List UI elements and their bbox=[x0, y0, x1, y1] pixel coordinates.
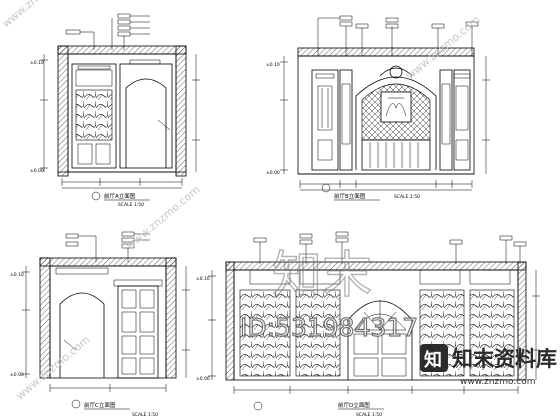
svg-text:±0.10: ±0.10 bbox=[30, 60, 44, 66]
svg-text:±0.00: ±0.00 bbox=[30, 168, 44, 174]
brand-name-watermark: 知末资料库 bbox=[452, 347, 557, 371]
elevation-a-scale: SCALE 1:50 bbox=[118, 202, 144, 208]
svg-text:±0.10: ±0.10 bbox=[10, 272, 24, 278]
elevation-d-title: 前厅D立面图 bbox=[338, 401, 370, 409]
elevation-c-scale: SCALE 1:50 bbox=[132, 412, 158, 418]
elevation-d: ±0.10 ±0.00 前厅D立面图 SCALE 1:50 bbox=[196, 231, 540, 418]
callout-leaders bbox=[65, 13, 150, 50]
elevation-a: ±0.10 ±0.00 前厅A立面图 SCALE 1:50 bbox=[30, 13, 200, 208]
elevation-b-scale: SCALE 1:50 bbox=[394, 194, 420, 200]
brand-logo: 知 bbox=[420, 344, 448, 372]
svg-text:±0.00: ±0.00 bbox=[196, 376, 210, 382]
elevation-c-title: 前厅C立面图 bbox=[84, 401, 116, 409]
diagonal-url-watermark: www.znzmo.com bbox=[0, 0, 79, 30]
callout-leaders bbox=[253, 231, 527, 264]
diagonal-url-watermark: www.znzmo.com bbox=[14, 333, 93, 402]
id-watermark: ID:531984317 bbox=[240, 313, 418, 342]
svg-text:±0.00: ±0.00 bbox=[266, 170, 280, 176]
diagonal-url-watermark: www.znzmo.com bbox=[124, 183, 203, 252]
svg-text:±0.00: ±0.00 bbox=[10, 372, 24, 378]
brand-url-watermark: www.znzmo.com bbox=[460, 377, 535, 387]
elevation-d-scale: SCALE 1:50 bbox=[356, 412, 382, 418]
svg-text:知: 知 bbox=[424, 349, 442, 371]
elevation-c: ±0.10 ±0.00 前厅C立面图 SCALE 1:50 bbox=[10, 231, 190, 418]
svg-text:±0.10: ±0.10 bbox=[266, 62, 280, 68]
elevation-a-title: 前厅A立面图 bbox=[104, 192, 136, 200]
elevation-b: ±0.10 ±0.00 前厅B立面图 SCALE 1:50 bbox=[266, 15, 490, 201]
elevation-b-title: 前厅B立面图 bbox=[334, 192, 366, 200]
svg-text:±0.10: ±0.10 bbox=[196, 276, 210, 282]
big-text-watermark: 知末 bbox=[272, 246, 372, 304]
